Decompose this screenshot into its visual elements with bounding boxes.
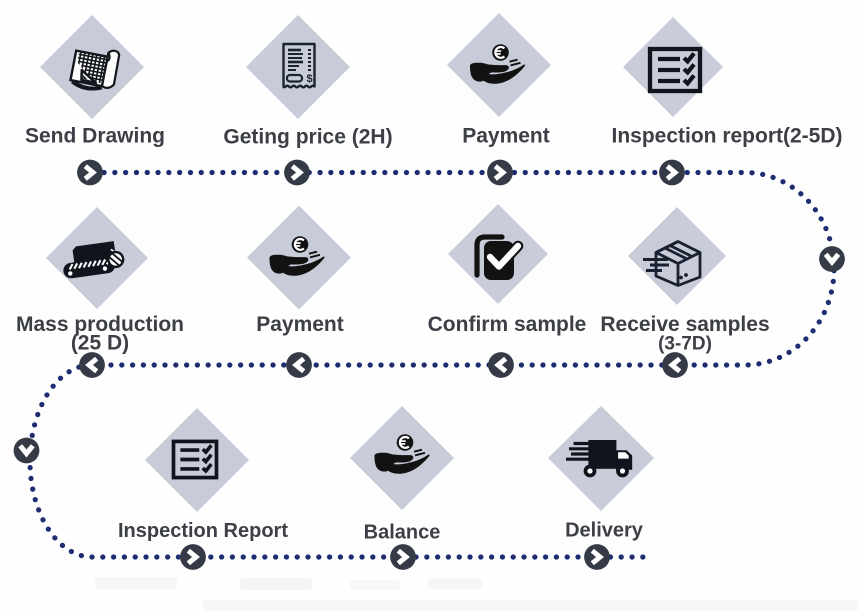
svg-text:(3-7D): (3-7D) (658, 334, 712, 355)
svg-text:Receive samples: Receive samples (600, 313, 769, 336)
svg-text:Geting price (2H): Geting price (2H) (223, 126, 392, 149)
svg-text:Payment: Payment (462, 125, 550, 148)
svg-text:Inspection report(2-5D): Inspection report(2-5D) (611, 125, 842, 148)
svg-text:Confirm sample: Confirm sample (428, 313, 587, 336)
svg-text:Send Drawing: Send Drawing (25, 125, 165, 148)
svg-text:(25 D): (25 D) (71, 332, 129, 355)
svg-text:$: $ (306, 73, 312, 85)
svg-text:Mass production: Mass production (16, 313, 184, 336)
svg-text:Inspection Report: Inspection Report (118, 520, 288, 542)
svg-text:Payment: Payment (256, 313, 344, 336)
svg-text:Balance: Balance (364, 522, 441, 544)
svg-text:Delivery: Delivery (565, 520, 644, 542)
